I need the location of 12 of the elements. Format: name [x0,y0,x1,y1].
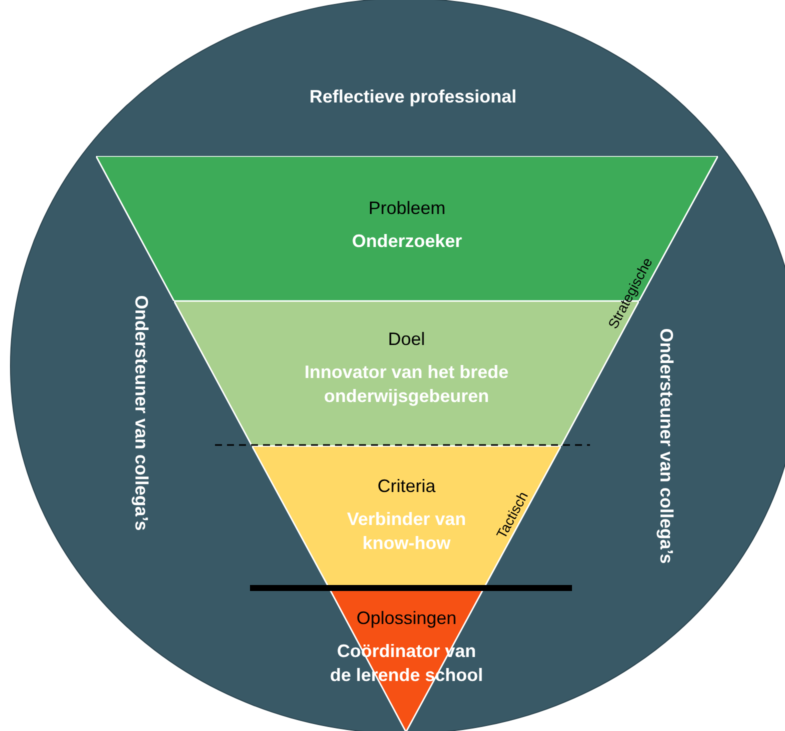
circle-title: Reflectieve professional [309,86,517,108]
trapezoid-band [252,446,561,586]
band-heading: Criteria [377,476,436,497]
role-text: Verbinder van know-how [346,508,468,555]
outer-circle [10,0,785,731]
side-text: Ondersteuner van collega’s [130,295,152,531]
role-text: Onderzoeker [352,230,462,253]
side-text: Ondersteuner van collega’s [656,328,676,564]
band-heading: Oplossingen [356,608,457,629]
band-heading: Doel [388,329,426,350]
role-text: Innovator van het brede onderwijsgebeuren [303,361,510,408]
band-heading: Probleem [368,198,446,219]
